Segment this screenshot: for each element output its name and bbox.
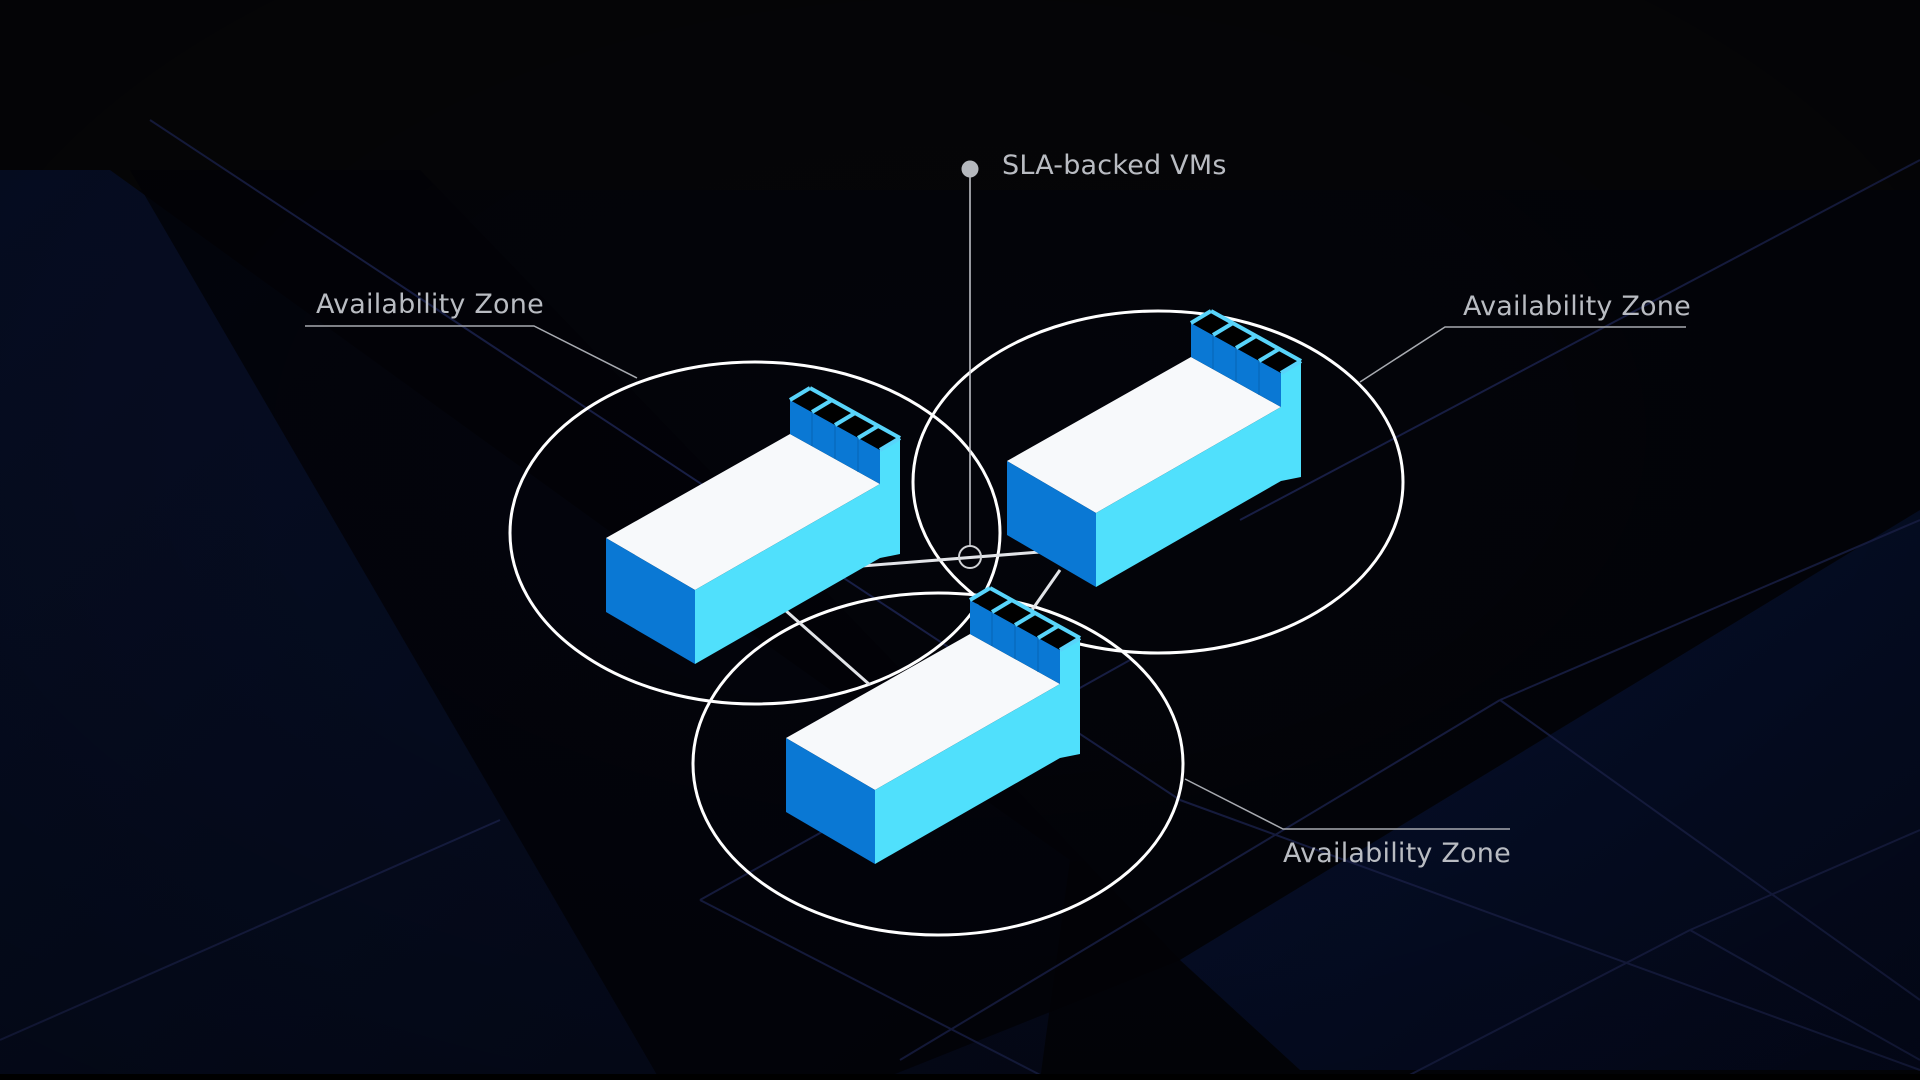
zone-bottom-ellipse	[691, 591, 1185, 937]
datacenter-building-icon	[786, 586, 1082, 864]
zone-ellipses	[508, 309, 1405, 937]
bottom-letterbox	[0, 1074, 1920, 1080]
zone-bottom-leader	[1184, 778, 1510, 830]
zone-right-ellipse	[911, 309, 1405, 655]
zone-left-ellipse	[508, 360, 1002, 706]
callout-dot-icon	[961, 160, 979, 178]
datacenter-building-icon	[606, 386, 902, 664]
zone-left-leader	[305, 325, 638, 379]
sla-backed-vms-label: SLA-backed VMs	[1002, 150, 1227, 181]
zone-left-label: Availability Zone	[316, 289, 544, 320]
sla-anchor-ring	[958, 545, 982, 569]
label-leaders	[305, 325, 1686, 830]
zone-right-label: Availability Zone	[1463, 291, 1691, 322]
zone-bottom-label: Availability Zone	[1283, 838, 1511, 869]
sla-callout	[958, 160, 982, 569]
zone-right-leader	[1359, 326, 1686, 383]
datacenter-building-icon	[1007, 309, 1303, 587]
